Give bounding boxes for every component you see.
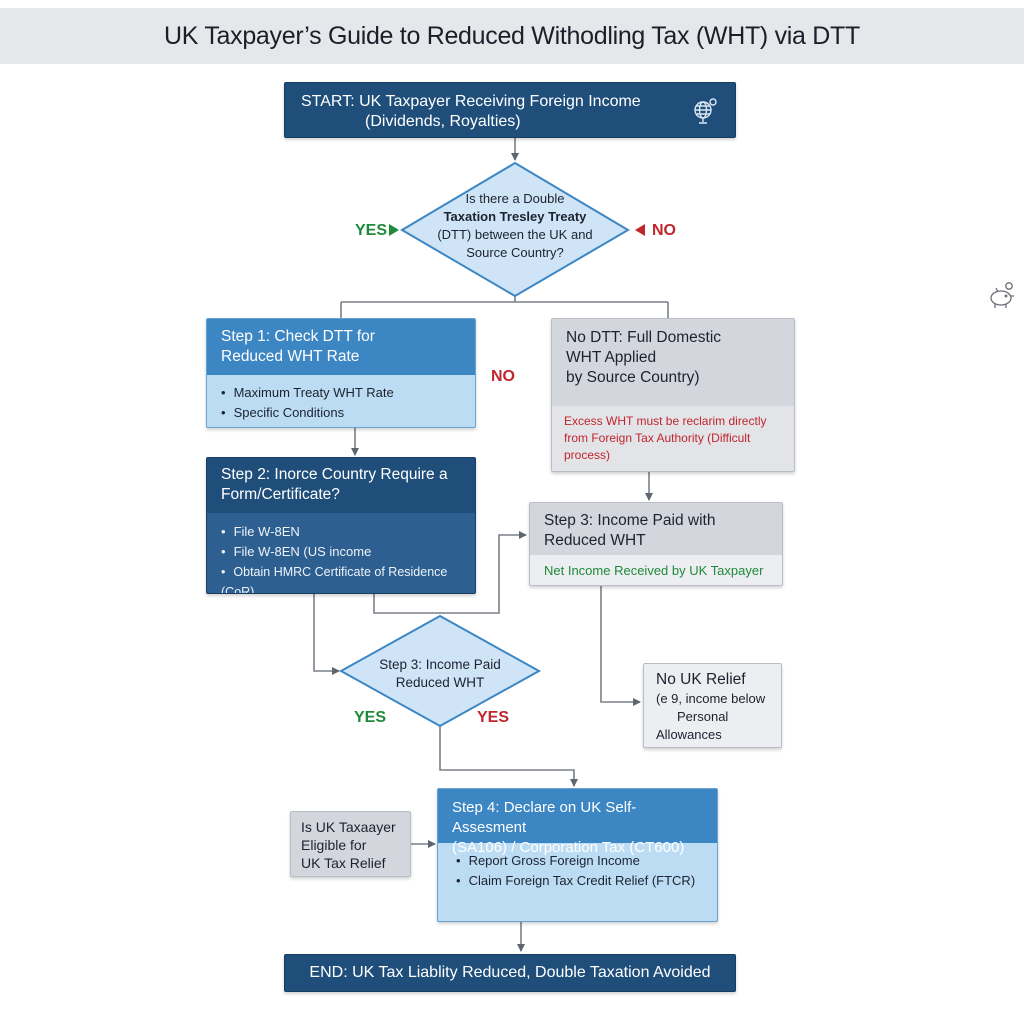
step1-header: Step 1: Check DTT for Reduced WHT Rate: [207, 319, 475, 375]
start-line1: START: UK Taxpayer Receiving Foreign Inc…: [301, 93, 641, 110]
decision2-yes-label: YES: [354, 709, 387, 726]
step1-list: Maximum Treaty WHT Rate Specific Conditi…: [207, 375, 475, 423]
list-item: File W-8EN (US income: [221, 542, 461, 562]
start-node: START: UK Taxpayer Receiving Foreign Inc…: [284, 82, 736, 138]
list-item: Specific Conditions: [221, 403, 461, 423]
mid-no-label: NO: [491, 368, 515, 385]
step3-title-line2: Reduced WHT: [544, 532, 646, 549]
page-title: UK Taxpayer’s Guide to Reduced Withodlin…: [0, 8, 1024, 64]
no-dtt-note: Excess WHT must be reclarim directly fro…: [552, 406, 794, 464]
eligibility-line: UK Tax Relief: [301, 855, 386, 871]
decision2-line1: Step 3: Income Paid: [379, 657, 501, 672]
no-dtt-box: No DTT: Full Domestic WHT Applied by Sou…: [551, 318, 795, 472]
list-item: File W-8EN: [221, 522, 461, 542]
dtt-decision-diamond: [400, 161, 630, 298]
step2-list: File W-8EN File W-8EN (US income Obtain …: [207, 513, 475, 593]
end-node: END: UK Tax Liablity Reduced, Double Tax…: [284, 954, 736, 992]
step1-title-line2: Reduced WHT Rate: [221, 348, 360, 365]
decision1-no-label: NO: [652, 222, 676, 239]
step2-title-line1: Step 2: Inorce Country Require a: [221, 466, 448, 483]
step4-title-line1: Step 4: Declare on UK Self-Assesment: [452, 799, 637, 836]
no-dtt-note-line2: from Foreign Tax Authority (Difficult pr…: [564, 431, 751, 462]
step3-box: Step 3: Income Paid with Reduced WHT Net…: [529, 502, 783, 586]
decision1-line: (DTT) between the UK and: [437, 227, 593, 242]
dtt-decision-text: Is there a Double Taxation Tresley Treat…: [430, 190, 600, 262]
no-uk-relief-line: Personal: [677, 709, 729, 724]
no-arrow-icon: [635, 224, 645, 236]
decision2-line2: Reduced WHT: [395, 675, 485, 690]
decision1-line: Is there a Double: [465, 191, 565, 206]
decision1-line: Source Country?: [466, 245, 564, 260]
list-item: Maximum Treaty WHT Rate: [221, 383, 461, 403]
step1-title-line1: Step 1: Check DTT for: [221, 328, 375, 345]
step4-header: Step 4: Declare on UK Self-Assesment (SA…: [438, 789, 717, 856]
no-uk-relief-line: Allowances: [656, 727, 722, 742]
no-uk-relief-title: No UK Relief: [656, 671, 746, 688]
eligibility-box: Is UK Taxaayer Eligible for UK Tax Relie…: [290, 811, 411, 877]
piggy-bank-icon: [990, 282, 1014, 308]
list-item: Claim Foreign Tax Credit Relief (FTCR): [456, 871, 699, 891]
step4-list: Report Gross Foreign Income Claim Foreig…: [438, 843, 717, 891]
decision1-yes-label: YES: [355, 222, 388, 239]
no-uk-relief-box: No UK Relief (e 9, income below Personal…: [643, 663, 782, 748]
step1-box: Step 1: Check DTT for Reduced WHT Rate M…: [206, 318, 476, 428]
step3-header: Step 3: Income Paid with Reduced WHT: [530, 503, 782, 555]
decision1-line: Taxation Tresley Treaty: [443, 209, 587, 224]
income-paid-decision-text: Step 3: Income Paid Reduced WHT: [365, 656, 515, 692]
yes-arrow-icon: [389, 224, 399, 236]
no-dtt-title-line: WHT Applied: [566, 349, 657, 366]
step2-box: Step 2: Inorce Country Require a Form/Ce…: [206, 457, 476, 594]
list-item: Obtain HMRC Certificate of Residence (Co…: [221, 562, 461, 593]
step2-title-line2: Form/Certificate?: [221, 486, 340, 503]
no-uk-relief-line: (e 9, income below: [656, 691, 766, 706]
income-paid-decision-diamond: [338, 614, 542, 728]
no-dtt-title-line: No DTT: Full Domestic: [566, 329, 722, 346]
no-dtt-title-line: by Source Country): [566, 369, 700, 386]
no-dtt-note-line1: Excess WHT must be reclarim directly: [564, 414, 767, 428]
list-item: Report Gross Foreign Income: [456, 851, 699, 871]
globe-icon: [694, 98, 717, 124]
step3-title-line1: Step 3: Income Paid with: [544, 512, 716, 529]
step3-note: Net Income Received by UK Taxpayer: [544, 563, 764, 578]
step4-box: Step 4: Declare on UK Self-Assesment (SA…: [437, 788, 718, 922]
start-line2: (Dividends, Royalties): [365, 113, 521, 130]
eligibility-line: Is UK Taxaayer: [301, 819, 396, 835]
no-dtt-header: No DTT: Full Domestic WHT Applied by Sou…: [552, 319, 794, 406]
decision2-yes-label-right: YES: [477, 709, 510, 726]
step2-header: Step 2: Inorce Country Require a Form/Ce…: [207, 458, 475, 513]
eligibility-line: Eligible for: [301, 837, 367, 853]
